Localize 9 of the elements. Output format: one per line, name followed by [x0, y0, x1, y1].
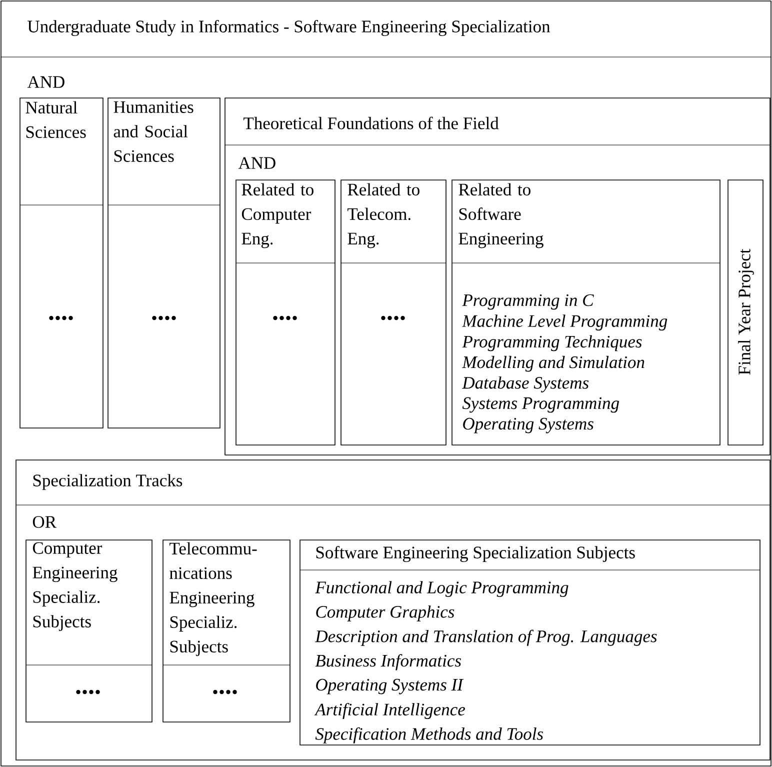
category-box: Telecommu-nications Engineering Specializ. Subjects ....	[162, 540, 290, 722]
category-box: Computer Engineering Specializ. Subjects ....	[26, 540, 152, 722]
category-box: Related to Telecom. Eng. ....	[340, 180, 446, 446]
category-box: Related to Computer Eng. ....	[236, 180, 336, 446]
subject-list-box: Software Engineering Specialization Subjects Functional and Logic Programming Computer Graphics Description and Translation of Prog. Languages Business Informatics Operating Systems II Artificial Intelligence Specification Methods and Tools	[300, 540, 760, 746]
subject-list-box: Related to Software Engineering Programming in C Machine Level Programming Programming Techniques Modelling and Simulation Database Systems Systems Programming Operating Systems	[452, 180, 720, 446]
category-box: Natural Sciences ....	[20, 98, 104, 428]
category-box: Humanities and Social Sciences ....	[108, 98, 220, 428]
project-box: Final Year Project	[728, 180, 764, 446]
